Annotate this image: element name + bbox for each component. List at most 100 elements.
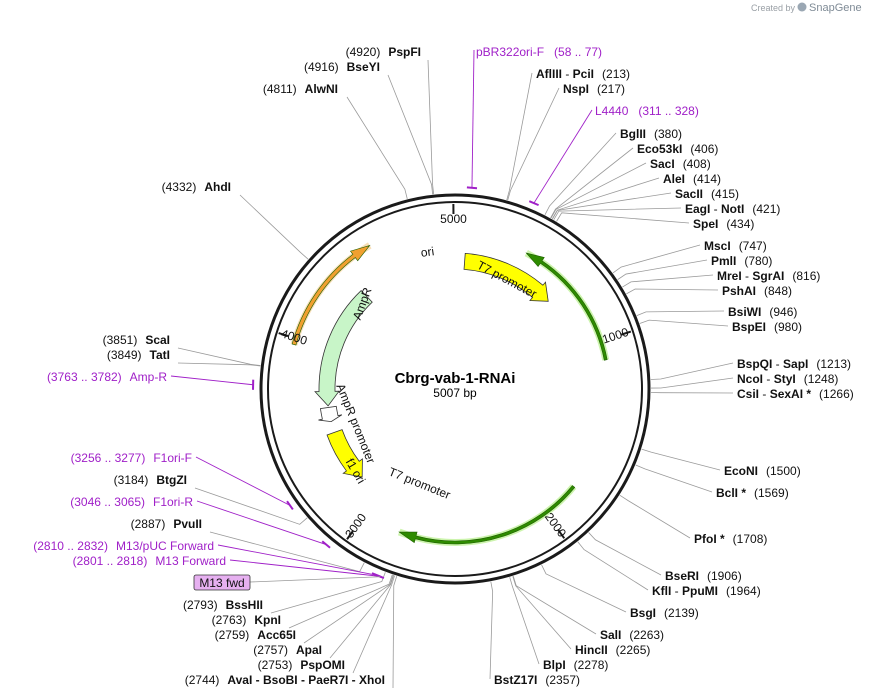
- enzyme-label-blpI[interactable]: BlpI(2278): [543, 658, 608, 672]
- enzyme-leader: [509, 577, 540, 665]
- m13-fwd-badge-box: [193, 574, 251, 591]
- enzyme-label-eco53kI[interactable]: Eco53kI(406): [637, 142, 718, 156]
- primer-leader: [170, 375, 254, 386]
- primer-label-m13-forward[interactable]: (2801 .. 2818)M13 Forward: [73, 554, 226, 568]
- enzyme-leader: [617, 259, 708, 280]
- enzyme-label-pspOMI[interactable]: (2753)PspOMI: [258, 658, 345, 672]
- enzyme-label-csiI[interactable]: CsiI - SexAI *(1266): [737, 387, 854, 401]
- enzyme-leader: [239, 194, 309, 260]
- feature-arrow: [291, 244, 371, 346]
- enzyme-label-tatI[interactable]: (3849)TatI: [107, 348, 170, 362]
- backbone: [259, 193, 651, 585]
- enzyme-label-alwNI[interactable]: (4811)AlwNI: [263, 82, 338, 96]
- enzyme-label-mscI[interactable]: MscI(747): [704, 239, 767, 253]
- badge-leader: [249, 576, 381, 583]
- feature-arrow: [398, 485, 576, 545]
- enzyme-label-avaI-group[interactable]: (2744)AvaI - BsoBI - PaeR7I - XhoI: [185, 673, 385, 687]
- enzyme-label-bsgI[interactable]: BsgI(2139): [630, 606, 699, 620]
- enzyme-label-hincII[interactable]: HincII(2265): [575, 643, 650, 657]
- enzyme-label-ahdI[interactable]: (4332)AhdI: [162, 180, 231, 194]
- enzyme-leader: [387, 74, 434, 195]
- enzyme-label-nspI[interactable]: NspI(217): [563, 82, 625, 96]
- enzyme-label-kflI[interactable]: KflI - PpuMI(1964): [652, 584, 761, 598]
- enzyme-label-speI[interactable]: SpeI(434): [693, 217, 754, 231]
- enzyme-leader: [512, 576, 572, 650]
- enzyme-leader: [622, 274, 714, 288]
- enzyme-leader: [553, 207, 682, 220]
- backbone-inner-ring: [267, 201, 643, 577]
- plasmid-length: 5007 bp: [433, 386, 477, 400]
- primer-marker: [374, 573, 385, 580]
- primer-leader: [195, 456, 291, 506]
- enzyme-label-acc65I[interactable]: (2759)Acc65I: [215, 628, 296, 642]
- tick-label: 3000: [342, 511, 369, 541]
- enzyme-leader: [512, 576, 597, 635]
- enzyme-leader: [427, 59, 435, 195]
- enzyme-label-pspFI[interactable]: (4920)PspFI: [346, 45, 421, 59]
- enzyme-leader: [177, 362, 261, 367]
- enzyme-label-bspQI[interactable]: BspQI - SapI(1213): [737, 357, 851, 371]
- enzyme-label-mreI[interactable]: MreI - SgrAI(816): [717, 269, 820, 283]
- enzyme-label-bclI[interactable]: BclI *(1569): [716, 486, 789, 500]
- primer-leader: [229, 559, 380, 577]
- tick-mark: [557, 529, 566, 539]
- feature-arrow: [314, 290, 373, 407]
- enzyme-leader: [588, 532, 662, 576]
- enzyme-label-pfoI[interactable]: PfoI *(1708): [694, 532, 767, 546]
- feature-arrow: [326, 429, 363, 478]
- enzyme-leader: [639, 319, 729, 327]
- enzyme-leader: [550, 162, 647, 219]
- enzyme-label-sacII[interactable]: SacII(415): [675, 187, 739, 201]
- enzyme-label-pmlI[interactable]: PmlI(780): [711, 254, 772, 268]
- enzyme-label-btgZI[interactable]: (3184)BtgZI: [114, 473, 187, 487]
- enzyme-label-aflIII[interactable]: AflIII - PciI(213): [536, 67, 630, 81]
- primer-label-f1ori-f[interactable]: (3256 .. 3277)F1ori-F: [71, 451, 192, 465]
- enzyme-label-pvuII[interactable]: (2887)PvuII: [131, 517, 202, 531]
- tick-mark: [278, 332, 289, 338]
- primer-label-m13-puc-forward[interactable]: (2810 .. 2832)M13/pUC Forward: [33, 539, 214, 553]
- enzyme-label-ncoI[interactable]: NcoI - StyI(1248): [737, 372, 838, 386]
- primer-labels: pBR322ori-F(58 .. 77) L4440(311 .. 328) …: [33, 45, 699, 568]
- feature-t7-promoter-top: [525, 252, 608, 361]
- enzyme-leader: [650, 362, 734, 380]
- enzyme-label-bglII[interactable]: BglII(380): [620, 127, 682, 141]
- enzyme-leader: [550, 147, 634, 219]
- enzyme-label-bsiWI[interactable]: BsiWI(946): [728, 305, 797, 319]
- feature-ampr-promoter: [318, 405, 343, 423]
- enzyme-leader: [489, 581, 494, 680]
- enzyme-leader: [650, 377, 734, 389]
- primer-label-pbr322ori-f[interactable]: pBR322ori-F(58 .. 77): [476, 45, 602, 59]
- primer-leader: [471, 49, 475, 188]
- enzyme-label-apaI[interactable]: (2757)ApaI: [253, 643, 322, 657]
- primer-label-f1ori-r[interactable]: (3046 .. 3065)F1ori-R: [70, 495, 193, 509]
- feature-arrow: [525, 252, 608, 361]
- enzyme-label-bseYI[interactable]: (4916)BseYI: [304, 60, 380, 74]
- enzyme-label-bssHII[interactable]: (2793)BssHII: [183, 598, 263, 612]
- created-by-text: Created by: [751, 3, 796, 13]
- m13-fwd-badge[interactable]: M13 fwd: [193, 574, 251, 591]
- enzyme-label-ecoNI[interactable]: EcoNI(1500): [724, 464, 801, 478]
- feature-label-ori: ori: [420, 244, 435, 260]
- enzyme-leader: [556, 212, 690, 224]
- enzyme-label-kpnI[interactable]: (2763)KpnI: [212, 613, 281, 627]
- enzyme-label-bspEI[interactable]: BspEI(980): [732, 320, 802, 334]
- enzyme-label-bstZ17I[interactable]: BstZ17I(2357): [494, 673, 580, 687]
- enzyme-label-scaI[interactable]: (3851)ScaI: [103, 333, 170, 347]
- feature-label-t7-promoter-bottom: T7 promoter: [387, 465, 453, 502]
- primer-marker: [466, 186, 478, 190]
- enzyme-label-sacI[interactable]: SacI(408): [650, 157, 711, 171]
- enzyme-label-pshAI[interactable]: PshAI(848): [722, 284, 792, 298]
- enzyme-leader: [270, 572, 386, 614]
- enzyme-label-aleI[interactable]: AleI(414): [663, 172, 721, 186]
- enzyme-leader: [506, 72, 533, 201]
- primer-label-amp-r[interactable]: (3763 .. 3782)Amp-R: [47, 370, 167, 384]
- primer-label-l4440[interactable]: L4440(311 .. 328): [595, 104, 699, 118]
- enzyme-label-bseRI[interactable]: BseRI(1906): [665, 569, 742, 583]
- enzyme-label-salI[interactable]: SalI(2263): [600, 628, 664, 642]
- enzyme-labels-right: AflIII - PciI(213) NspI(217) BglII(380) …: [494, 67, 854, 687]
- enzyme-labels-left: (4920)PspFI (4916)BseYI (4811)AlwNI (433…: [103, 45, 421, 687]
- feature-t7-promoter-bottom: [398, 485, 576, 545]
- enzyme-leader: [288, 574, 393, 629]
- enzyme-label-eagI[interactable]: EagI - NotI(421): [685, 202, 780, 216]
